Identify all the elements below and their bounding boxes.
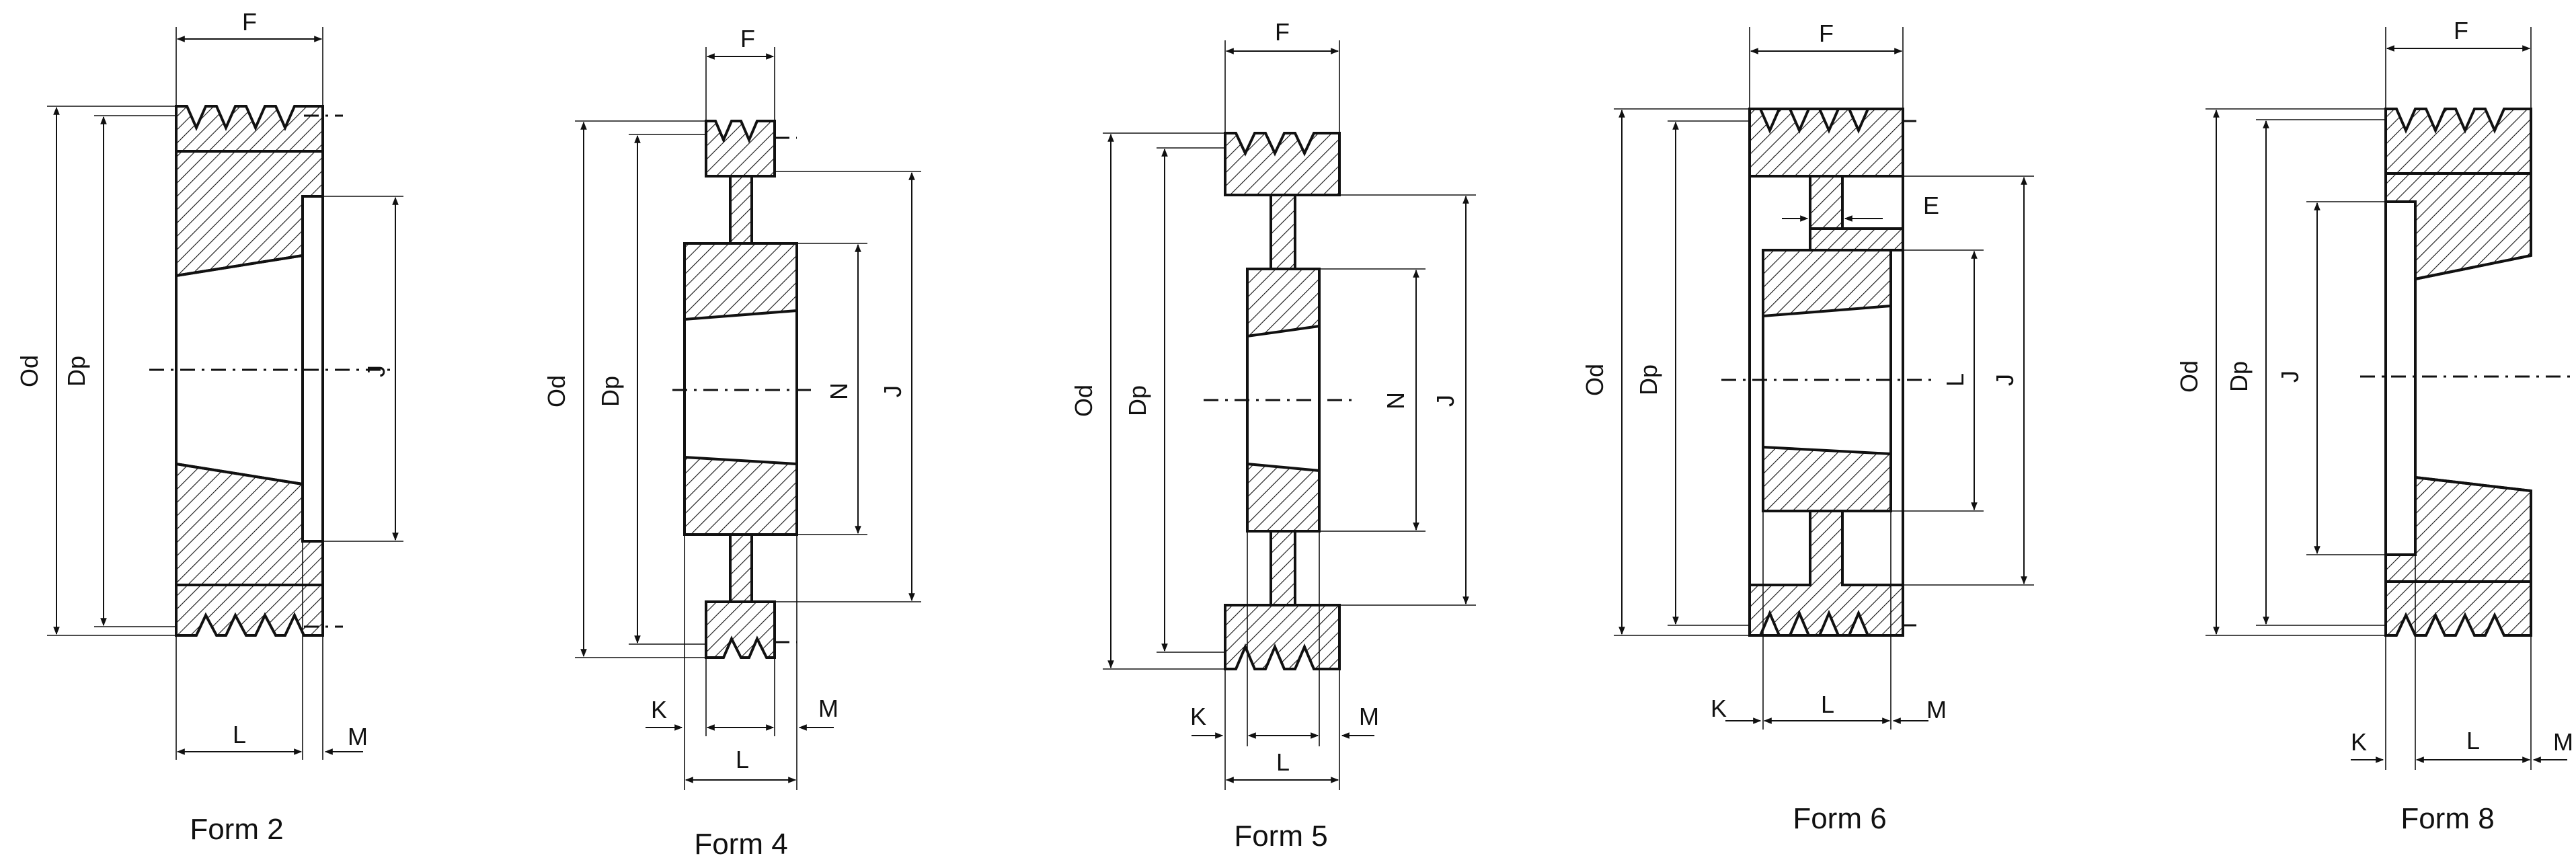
form-6-label-J: J <box>1991 374 2019 386</box>
form-4-label-L: L <box>736 746 749 773</box>
form-4-label-K: K <box>651 696 667 723</box>
form-4-caption: Form 4 <box>694 828 787 861</box>
form-8-label-F: F <box>2454 17 2468 44</box>
form-5-label-Od: Od <box>1070 385 1097 417</box>
form-5-caption: Form 5 <box>1234 820 1327 853</box>
form-5-label-M: M <box>1359 703 1379 730</box>
form-2-label-L: L <box>233 721 246 748</box>
form-6-label-L-bottom: L <box>1821 691 1834 718</box>
form-2-caption: Form 2 <box>190 813 283 846</box>
form-6-label-Od: Od <box>1581 364 1608 396</box>
form-8-label-J: J <box>2276 370 2304 383</box>
form-6-label-L: L <box>1941 373 1969 387</box>
form-8-label-Dp: Dp <box>2225 361 2253 392</box>
form-5-label-K: K <box>1190 703 1206 730</box>
form-4-label-M: M <box>818 695 838 722</box>
form-6-caption: Form 6 <box>1793 802 1886 835</box>
form-4-label-F: F <box>740 25 755 52</box>
form-8-label-M: M <box>2553 728 2573 756</box>
form-4-label-Od: Od <box>543 375 570 407</box>
form-2-label-Dp: Dp <box>63 356 90 387</box>
form-4-drawing: F Od Dp N J K M L Form 4 <box>543 25 921 861</box>
form-5-label-N: N <box>1382 392 1409 409</box>
form-5-label-Dp: Dp <box>1124 385 1151 416</box>
form-2-label-F: F <box>242 8 257 36</box>
form-5-label-L: L <box>1276 748 1290 776</box>
form-6-label-F: F <box>1819 19 1834 47</box>
form-6-label-M: M <box>1926 696 1947 723</box>
form-4-label-N: N <box>825 383 853 400</box>
form-6-drawing: F Od Dp E L J K L M Form 6 <box>1581 19 2034 835</box>
form-2-drawing: F Od Dp J L M Form 2 <box>15 8 403 846</box>
form-8-drawing: F Od Dp J K L M Form 8 <box>2175 17 2576 835</box>
form-6-label-E: E <box>1923 192 1939 219</box>
form-2-label-M: M <box>348 723 368 750</box>
form-4-label-Dp: Dp <box>596 376 624 407</box>
form-5-label-J: J <box>1432 395 1459 407</box>
form-8-label-Od: Od <box>2175 360 2203 393</box>
form-6-label-Dp: Dp <box>1635 364 1662 395</box>
form-6-label-K: K <box>1711 695 1727 722</box>
form-2-label-Od: Od <box>15 355 43 387</box>
form-5-drawing: F Od Dp N J K M L Form 5 <box>1070 18 1476 853</box>
form-8-label-K: K <box>2351 728 2367 756</box>
form-2-label-J: J <box>362 365 390 377</box>
form-8-caption: Form 8 <box>2401 802 2494 835</box>
form-5-label-F: F <box>1275 18 1290 46</box>
form-4-label-J: J <box>879 385 906 397</box>
form-8-label-L: L <box>2466 727 2480 754</box>
